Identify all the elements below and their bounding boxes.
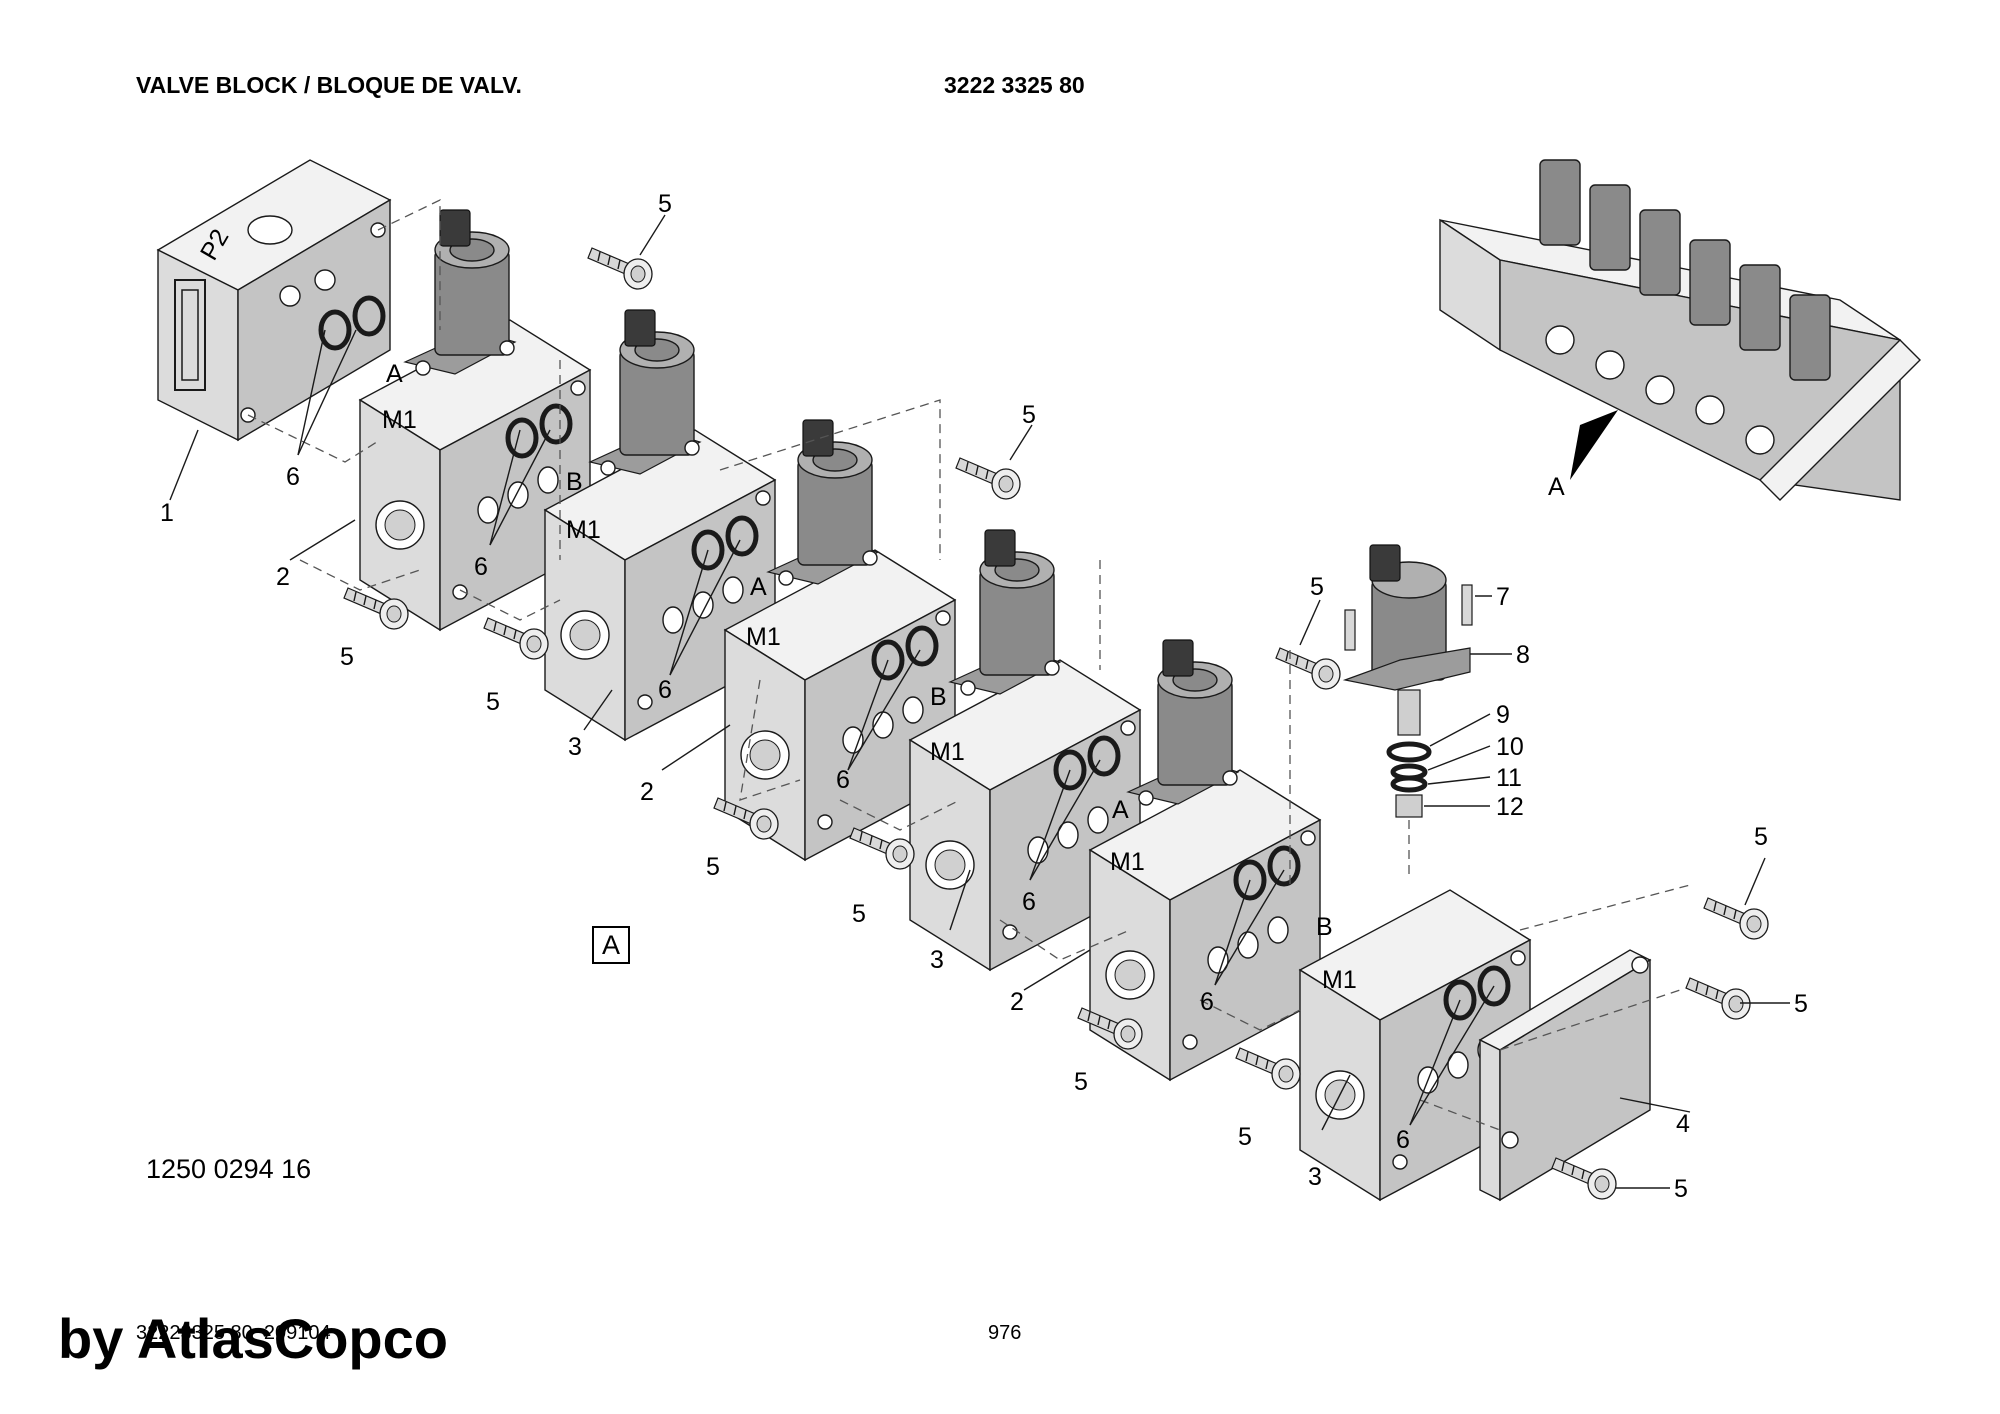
callout-9: 9 xyxy=(1496,701,1510,729)
face-marks: M1 A M1 B M1 A M1 B M1 A M1 B xyxy=(382,360,1357,994)
leader-lines xyxy=(169,214,1790,1189)
svg-text:M1: M1 xyxy=(1322,966,1357,994)
callout-5: 5 xyxy=(1022,401,1036,429)
callout-5: 5 xyxy=(852,900,866,928)
callout-5: 5 xyxy=(706,853,720,881)
callout-numbers: 1 2 6 5 6 5 3 5 6 2 5 6 5 3 5 6 2 5 6 5 … xyxy=(160,190,1808,1203)
callout-10: 10 xyxy=(1496,733,1524,761)
svg-text:B: B xyxy=(1316,913,1333,941)
svg-text:A: A xyxy=(1112,796,1129,824)
callout-2: 2 xyxy=(640,778,654,806)
assembled-inset-view xyxy=(1439,159,1921,501)
svg-text:B: B xyxy=(930,683,947,711)
callout-5: 5 xyxy=(1238,1123,1252,1151)
callout-3: 3 xyxy=(1308,1163,1322,1191)
callout-4: 4 xyxy=(1676,1110,1690,1138)
callout-5: 5 xyxy=(1794,990,1808,1018)
solenoid-coil xyxy=(404,209,516,376)
callout-1: 1 xyxy=(160,499,174,527)
svg-text:M1: M1 xyxy=(746,623,781,651)
callout-6: 6 xyxy=(474,553,488,581)
watermark: by AtlasCopco xyxy=(58,1307,448,1370)
callout-5: 5 xyxy=(658,190,672,218)
callout-3: 3 xyxy=(568,733,582,761)
svg-text:A: A xyxy=(386,360,403,388)
callout-5: 5 xyxy=(1310,573,1324,601)
callout-5: 5 xyxy=(1074,1068,1088,1096)
page-number: 976 xyxy=(988,1322,1022,1344)
callout-6: 6 xyxy=(286,463,300,491)
solenoid-coil xyxy=(1127,639,1239,806)
callout-6: 6 xyxy=(658,676,672,704)
callout-6: 6 xyxy=(836,766,850,794)
svg-text:A: A xyxy=(750,573,767,601)
callout-12: 12 xyxy=(1496,793,1524,821)
callout-6: 6 xyxy=(1200,988,1214,1016)
alignment-lines xyxy=(247,198,1691,1131)
drawing-number: 1250 0294 16 xyxy=(146,1154,312,1184)
callout-8: 8 xyxy=(1516,641,1530,669)
callout-7: 7 xyxy=(1496,583,1510,611)
solenoid-coil xyxy=(589,309,701,476)
svg-text:M1: M1 xyxy=(566,516,601,544)
part-number: 3222 3325 80 xyxy=(944,72,1085,98)
svg-text:M1: M1 xyxy=(1110,848,1145,876)
callout-3: 3 xyxy=(930,946,944,974)
solenoid-coil xyxy=(949,529,1061,696)
pilot-valve-exploded xyxy=(1342,544,1473,818)
callout-5: 5 xyxy=(340,643,354,671)
detail-view-label: A xyxy=(592,926,630,964)
svg-text:M1: M1 xyxy=(930,738,965,766)
end-plate xyxy=(1478,949,1652,1202)
svg-text:M1: M1 xyxy=(382,406,417,434)
reference-code: 32223325 80_209104 xyxy=(136,1322,331,1344)
page-title: VALVE BLOCK / BLOQUE DE VALV. xyxy=(136,72,522,98)
callout-2: 2 xyxy=(276,563,290,591)
svg-text:B: B xyxy=(566,468,583,496)
inlet-block: P2 xyxy=(156,159,392,442)
callout-5: 5 xyxy=(1754,823,1768,851)
inset-arrow-label: A xyxy=(1548,473,1565,501)
callout-11: 11 xyxy=(1496,764,1522,792)
callout-6: 6 xyxy=(1022,888,1036,916)
callout-5: 5 xyxy=(486,688,500,716)
callout-6: 6 xyxy=(1396,1126,1410,1154)
callout-2: 2 xyxy=(1010,988,1024,1016)
solenoid-coil xyxy=(767,419,879,586)
callout-5: 5 xyxy=(1674,1175,1688,1203)
